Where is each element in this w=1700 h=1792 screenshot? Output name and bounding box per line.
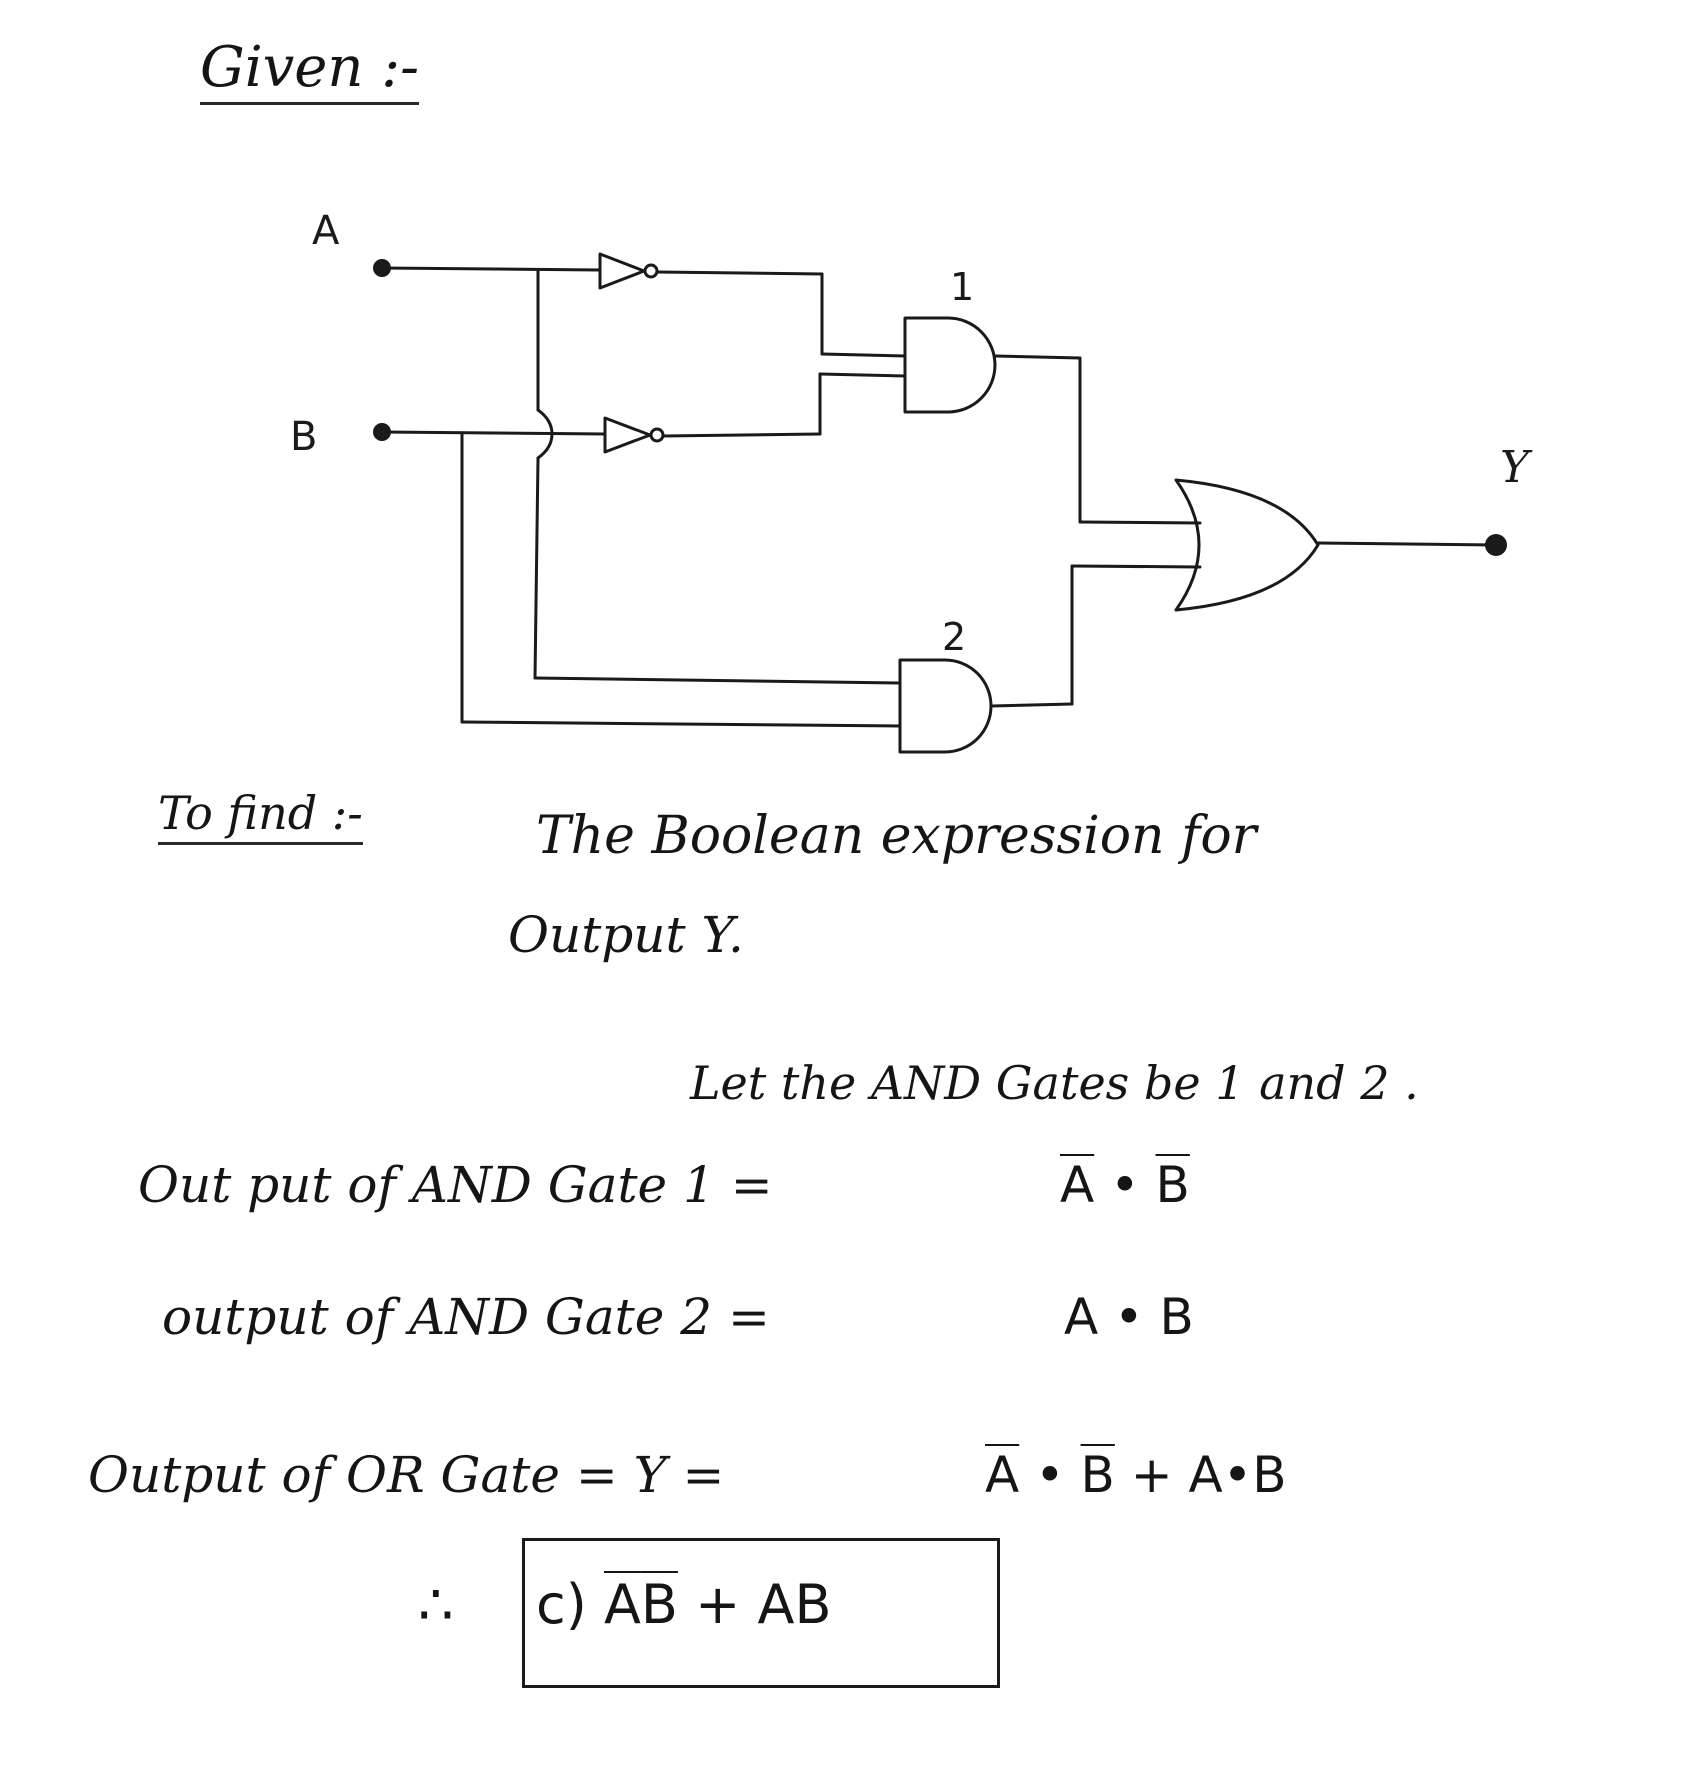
wire-input-b (380, 430, 902, 728)
label-input-a: A (312, 208, 340, 254)
plus-ab: + A•B (1130, 1446, 1287, 1504)
answer-plus-ab: + AB (695, 1573, 832, 1636)
label-output-y: Y (1500, 442, 1533, 493)
terminal-a (373, 259, 391, 277)
and-gate-2-output-expression: A • B (1064, 1288, 1194, 1346)
to-find-label-text: To find :- (158, 790, 363, 845)
final-answer: c) AB + AB (536, 1578, 832, 1632)
and-gate-1-output-expression: A • B (1060, 1160, 1190, 1210)
and-gate-1 (903, 316, 1202, 525)
gates-note: Let the AND Gates be 1 and 2 . (690, 1056, 1419, 1110)
to-find-text-line-1: The Boolean expression for (536, 806, 1257, 866)
to-find-text-line-2: Output Y. (508, 906, 744, 964)
given-heading: Given :- (200, 40, 420, 105)
terminal-b (373, 423, 391, 441)
option-c: c) (536, 1573, 587, 1636)
and-gate-2-output-label: output of AND Gate 2 = (162, 1288, 770, 1346)
label-gate-2: 2 (942, 615, 966, 659)
a-bar: A (1060, 1156, 1095, 1214)
dot: • (1035, 1446, 1065, 1504)
b-bar: B (1080, 1446, 1115, 1504)
dot: • (1110, 1156, 1140, 1214)
or-gate-output-expression: A • B + A•B (985, 1450, 1287, 1500)
logic-circuit-diagram: A B 1 2 Y (290, 208, 1533, 754)
therefore-symbol: ∴ (418, 1573, 454, 1638)
answer-b-bar: B (640, 1573, 678, 1636)
and-gate-2 (898, 564, 1202, 754)
answer-a-bar: A (603, 1573, 641, 1636)
not-gate-b (603, 372, 907, 454)
b-bar: B (1155, 1156, 1190, 1214)
to-find-label: To find :- (158, 790, 363, 845)
wire-input-a (380, 266, 902, 685)
terminal-output-y (1485, 534, 1507, 556)
label-input-b: B (290, 414, 317, 460)
or-gate (1174, 478, 1498, 612)
not-gate-a (598, 252, 907, 358)
a-bar: A (985, 1446, 1020, 1504)
label-gate-1: 1 (950, 265, 974, 309)
given-heading-text: Given :- (200, 40, 420, 105)
or-gate-output-label: Output of OR Gate = Y = (88, 1446, 725, 1504)
final-answer-box (522, 1538, 1000, 1688)
and-gate-1-output-label: Out put of AND Gate 1 = (138, 1156, 773, 1214)
